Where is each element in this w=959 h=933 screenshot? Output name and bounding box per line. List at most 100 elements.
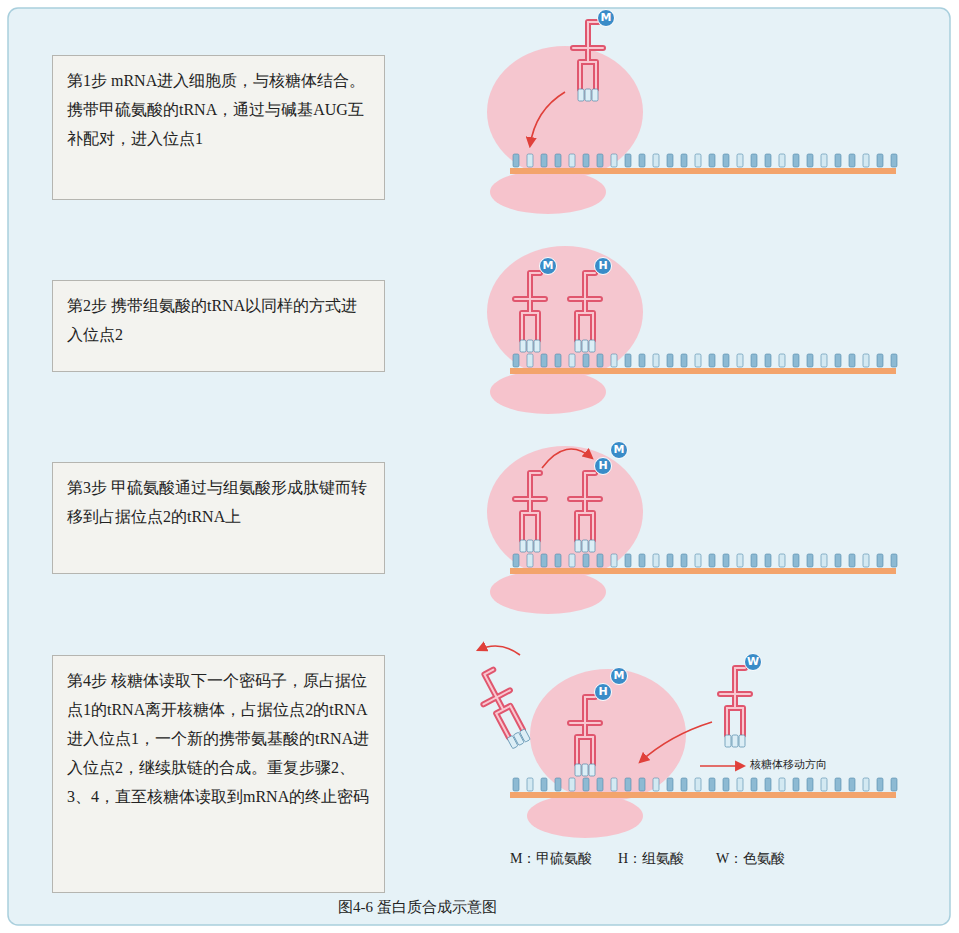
base [541, 554, 547, 567]
base [751, 554, 757, 567]
mrna-backbone [510, 568, 896, 574]
base [737, 554, 743, 567]
base [737, 778, 743, 791]
base [807, 154, 813, 167]
trna-body-inner [570, 473, 600, 540]
base [709, 154, 715, 167]
mrna-backbone [510, 168, 896, 174]
base [653, 778, 659, 791]
base [821, 154, 827, 167]
anticodon-base [534, 340, 540, 352]
trna-body [515, 473, 545, 540]
base [835, 354, 841, 367]
base [583, 554, 589, 567]
large-subunit [530, 669, 686, 801]
base [541, 354, 547, 367]
base [849, 554, 855, 567]
trna-body-inner [515, 273, 545, 340]
base [849, 778, 855, 791]
base [681, 778, 687, 791]
base [681, 354, 687, 367]
base [723, 778, 729, 791]
base [597, 154, 603, 167]
direction-label: 核糖体移动方向 [750, 757, 827, 772]
base [807, 778, 813, 791]
legend-text: M：甲硫氨酸 [510, 850, 592, 868]
movement-arrow [542, 449, 592, 468]
base [709, 554, 715, 567]
base [821, 554, 827, 567]
base [625, 354, 631, 367]
base [569, 354, 575, 367]
base [765, 778, 771, 791]
anticodon-base [520, 540, 526, 552]
base [513, 554, 519, 567]
trna-body [573, 22, 603, 89]
base [597, 554, 603, 567]
trna [515, 473, 545, 552]
base [765, 554, 771, 567]
trna-body-inner [515, 473, 545, 540]
base [569, 554, 575, 567]
base [695, 354, 701, 367]
base [681, 554, 687, 567]
base [835, 154, 841, 167]
ribosome [487, 446, 643, 614]
amino-acid-circle: H [594, 257, 612, 275]
base [751, 354, 757, 367]
base [849, 354, 855, 367]
mrna-backbone [510, 792, 896, 798]
amino-acid-circle: H [594, 683, 612, 701]
small-subunit [490, 370, 606, 414]
base [723, 154, 729, 167]
base [863, 554, 869, 567]
base [793, 354, 799, 367]
step-box: 第2步 携带组氨酸的tRNA以同样的方式进入位点2 [52, 280, 385, 372]
trna [570, 697, 600, 776]
node-text: 第2步 携带组氨酸的tRNA以同样的方式进入位点2 [67, 291, 370, 349]
large-subunit [487, 446, 643, 578]
base [793, 778, 799, 791]
mrna-strand [510, 778, 897, 798]
base [695, 154, 701, 167]
trna [471, 667, 535, 751]
anticodon-base [592, 89, 598, 101]
trna-body-inner [573, 22, 603, 89]
base [807, 554, 813, 567]
base [751, 154, 757, 167]
amino-acid-circle: H [594, 457, 612, 475]
base [723, 354, 729, 367]
step-box: 第3步 甲硫氨酸通过与组氨酸形成肽键而转移到占据位点2的tRNA上 [52, 462, 385, 574]
base [513, 354, 519, 367]
anticodon-base [527, 340, 533, 352]
anticodon-base [732, 735, 738, 747]
base [625, 554, 631, 567]
background-panel [8, 8, 950, 925]
base [779, 154, 785, 167]
base [821, 778, 827, 791]
trna [515, 273, 545, 352]
base [583, 154, 589, 167]
movement-arrow [700, 765, 744, 767]
base [583, 778, 589, 791]
base [765, 354, 771, 367]
base [751, 778, 757, 791]
anticodon-base [589, 340, 595, 352]
base [835, 554, 841, 567]
node-text: M [611, 442, 627, 458]
base [779, 354, 785, 367]
base [611, 354, 617, 367]
base [877, 778, 883, 791]
base [765, 154, 771, 167]
base [583, 354, 589, 367]
base [863, 778, 869, 791]
base [807, 354, 813, 367]
step-box: 第4步 核糖体读取下一个密码子，原占据位点1的tRNA离开核糖体，占据位点2的t… [52, 655, 385, 893]
base [891, 154, 897, 167]
mrna-strand [510, 554, 897, 574]
base [891, 554, 897, 567]
base [611, 554, 617, 567]
node-text: 第1步 mRNA进入细胞质，与核糖体结合。携带甲硫氨酸的tRNA，通过与碱基AU… [67, 66, 370, 153]
small-subunit [527, 794, 643, 838]
node-text: M [598, 10, 614, 26]
